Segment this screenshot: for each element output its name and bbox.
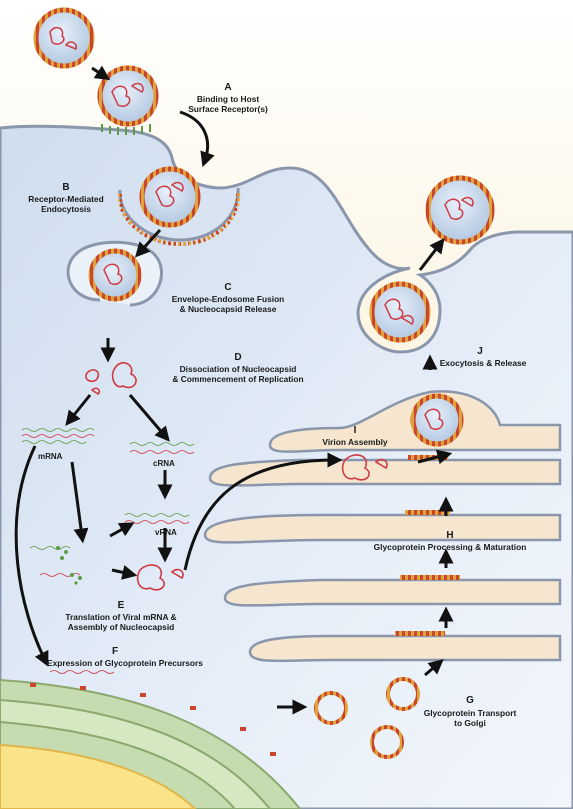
step-caption-f: Expression of Glycoprotein Precursors bbox=[40, 658, 210, 668]
step-letter-d: D bbox=[228, 352, 248, 363]
step-caption-i: Virion Assembly bbox=[320, 437, 390, 447]
step-caption-h: Glycoprotein Processing & Maturation bbox=[362, 542, 538, 552]
step-caption-d: Dissociation of Nucleocapsid & Commencem… bbox=[158, 364, 318, 384]
step-caption-c: Envelope-Endosome Fusion & Nucleocapsid … bbox=[163, 294, 293, 314]
step-caption-e: Translation of Viral mRNA & Assembly of … bbox=[56, 612, 186, 632]
step-letter-f: F bbox=[105, 646, 125, 657]
step-caption-b: Receptor-Mediated Endocytosis bbox=[16, 194, 116, 214]
virion-released bbox=[428, 178, 492, 242]
step-letter-c: C bbox=[218, 282, 238, 293]
virion-exocytosis bbox=[372, 284, 428, 340]
mrna-label: mRNA bbox=[38, 452, 62, 461]
virion-budding bbox=[413, 396, 461, 444]
step-caption-a: Binding to Host Surface Receptor(s) bbox=[178, 94, 278, 114]
step-caption-g: Glycoprotein Transport to Golgi bbox=[415, 708, 525, 728]
step-letter-a: A bbox=[218, 82, 238, 93]
step-letter-b: B bbox=[56, 182, 76, 193]
step-letter-j: J bbox=[470, 346, 490, 357]
vrna-label: vRNA bbox=[155, 528, 177, 537]
virion-in-endosome bbox=[91, 251, 139, 299]
step-letter-i: I bbox=[345, 425, 365, 436]
crna-label: cRNA bbox=[153, 459, 175, 468]
step-letter-e: E bbox=[111, 600, 131, 611]
step-letter-g: G bbox=[460, 695, 480, 706]
step-caption-j: Exocytosis & Release bbox=[433, 358, 533, 368]
step-letter-h: H bbox=[440, 530, 460, 541]
virion-endocytosis bbox=[142, 169, 198, 225]
virion-free bbox=[36, 10, 92, 66]
